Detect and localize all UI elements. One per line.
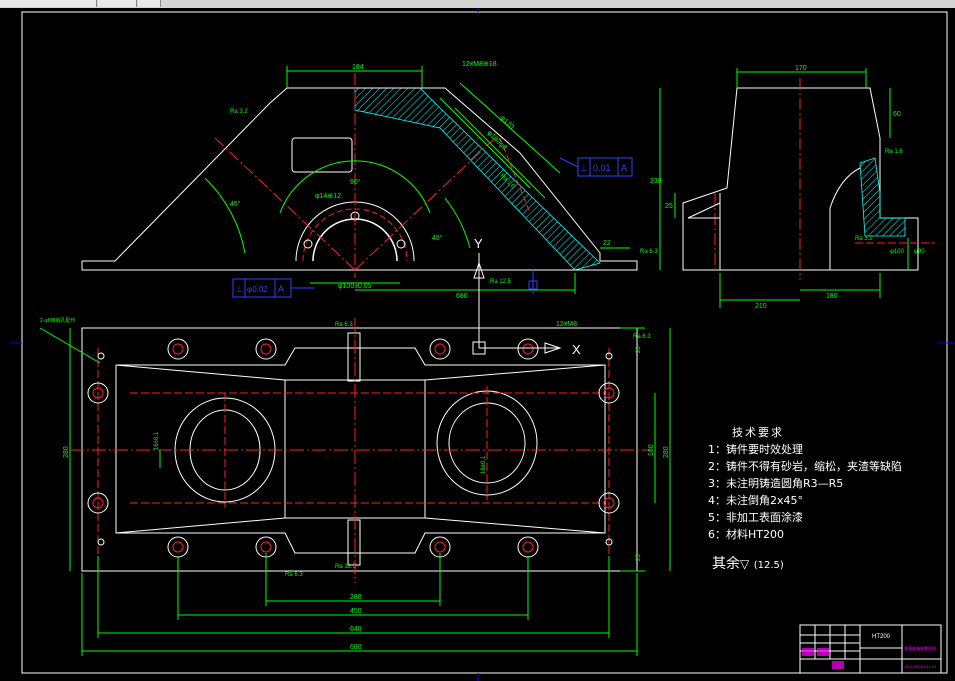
roughness-mark: Ra 6.3	[335, 322, 353, 328]
dim-plan-mid-w: 450	[350, 608, 362, 615]
dim-side-top-width: 170	[795, 65, 807, 72]
plan-view: X 280 450 640 680 280 280 180 20 25 12xM…	[39, 317, 671, 656]
roughness-mark: Ra 3.2	[855, 236, 873, 242]
dim-angle-right: 45°	[432, 234, 443, 242]
svg-text:⊥: ⊥	[580, 163, 588, 173]
svg-text:⊥: ⊥	[235, 284, 243, 294]
tolerance-frame-perp: ⊥ 0.01 A	[559, 157, 633, 177]
tech-req-item: 4：未注倒角2x45°	[708, 494, 804, 507]
roughness-mark: Ra 3.2	[230, 109, 248, 115]
dim-angle-center: 90°	[350, 178, 361, 186]
roughness-mark: Ra 6.3	[285, 572, 303, 578]
dim-plan-slot2: 16±0.1	[481, 455, 487, 474]
dim-plan-total-w: 680	[350, 644, 362, 651]
dim-plan-inner-h: 180	[648, 444, 655, 456]
leader-cone-pin: 2-φ8锥销孔配作	[40, 317, 75, 324]
svg-text:φ0.02: φ0.02	[247, 285, 268, 294]
front-window	[291, 137, 353, 173]
svg-text:A: A	[278, 284, 284, 294]
tech-req-item: 3：未注明铸造圆角R3—R5	[708, 477, 844, 490]
others-label: 其余	[712, 556, 740, 572]
title-block-drawing-no: JSQ-ZX010-11-01	[904, 664, 937, 669]
front-bolt-hole	[303, 239, 313, 249]
toolbar-tab[interactable]	[0, 0, 97, 7]
roughness-mark: Ra 12.5	[335, 564, 357, 570]
front-outline	[81, 87, 638, 271]
title-block-part-name: 减速器箱座零件图	[904, 645, 936, 651]
cad-drawing[interactable]: 184 12xM8⊕18 45° 45° 90° φ14⊕12 φ100±0.0…	[0, 8, 955, 681]
dim-side-small-2: φ90	[914, 249, 925, 255]
others-roughness: 其余▽ (12.5)	[712, 553, 784, 573]
roughness-mark: Ra 12.5	[490, 279, 512, 285]
front-bolt-hole	[396, 239, 406, 249]
tech-req-title: 技术要求	[732, 426, 784, 439]
title-block-material: HT200	[872, 634, 891, 640]
dim-side-small-1: φ100	[890, 249, 905, 255]
dim-bore-small: φ14⊕12	[315, 193, 341, 200]
dim-plan-inner-w: 280	[350, 594, 362, 601]
dim-angle-left: 45°	[230, 200, 241, 208]
side-outline	[682, 87, 919, 271]
dim-plan-bot-off: 25	[636, 554, 642, 561]
svg-text:0.01: 0.01	[593, 163, 611, 173]
dim-front-width-top: 184	[352, 64, 364, 71]
title-block: HT200 减速器箱座零件图 JSQ-ZX010-11-01	[799, 624, 942, 674]
axis-x-label: X	[572, 342, 581, 357]
roughness-mark: Ra 1.6	[885, 149, 903, 155]
dim-plan-outer-w: 640	[350, 626, 362, 633]
dim-plan-top-off: 20	[636, 346, 642, 353]
toolbar-tab[interactable]	[138, 0, 161, 7]
tech-req-item: 1：铸件要时效处理	[708, 443, 803, 456]
front-section-hatch	[354, 87, 601, 271]
others-value: (12.5)	[753, 560, 784, 571]
side-section-hatch	[859, 157, 906, 237]
tech-req-item: 5：非加工表面涂漆	[708, 511, 803, 524]
side-view: 170 60 230 25 210 180 φ100 φ90 Ra 1.6 Ra…	[650, 65, 935, 310]
dim-plan-bolt-spec: 12xM8	[556, 321, 577, 328]
dim-diag-1: φ170	[499, 114, 515, 130]
dim-side-base-h: 25	[665, 203, 673, 210]
tolerance-frame-pos: ⊥ φ0.02 A	[232, 278, 315, 298]
front-view: 184 12xM8⊕18 45° 45° 90° φ14⊕12 φ100±0.0…	[81, 61, 658, 348]
roughness-mark: Ra 6.3	[640, 249, 658, 255]
roughness-symbol-icon: ▽	[740, 557, 750, 571]
axis-y-label: Y	[474, 236, 483, 251]
dim-side-right-h: 60	[893, 111, 901, 118]
drawing-frame	[10, 8, 955, 681]
dim-side-height: 230	[650, 178, 662, 185]
svg-text:A: A	[621, 163, 627, 173]
dim-bore-main: φ100±0.05	[338, 283, 372, 290]
tech-req-item: 2：铸件不得有砂岩，缩松，夹渣等缺陷	[708, 460, 902, 473]
dim-total-len: 680	[456, 293, 468, 300]
dim-plan-slot: 16±0.1	[154, 431, 160, 450]
dim-side-base-left: 210	[755, 303, 767, 310]
toolbar-tab[interactable]	[98, 0, 137, 7]
tech-req-item: 6：材料HT200	[708, 528, 784, 541]
window-toolbar	[0, 0, 955, 8]
dim-front-bolt-spec: 12xM8⊕18	[462, 61, 497, 68]
dim-right-x: 22	[603, 240, 611, 247]
plan-bolt-holes	[87, 338, 620, 558]
roughness-mark: Ra 6.3	[633, 334, 651, 340]
dim-plan-height-right: 280	[663, 446, 670, 458]
dim-side-base-right: 180	[826, 293, 838, 300]
dim-plan-height-left: 280	[63, 446, 70, 458]
